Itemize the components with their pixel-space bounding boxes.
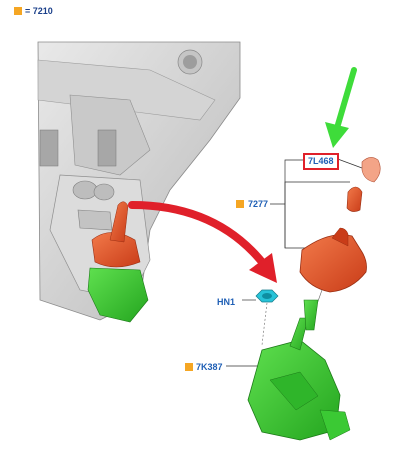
dashboard-inset <box>37 41 241 323</box>
part-label-7l468: 7L468 <box>303 153 339 170</box>
green-arrow-icon <box>334 67 357 131</box>
part-label-hn1: HN1 <box>217 297 236 307</box>
leader-lines <box>226 157 363 367</box>
hex-nut <box>255 289 279 303</box>
green-arrowhead-icon <box>325 122 349 148</box>
console-shift-boot <box>91 232 141 268</box>
red-arrow-icon <box>128 201 266 266</box>
selector-housing <box>247 299 351 441</box>
legend-label: = 7210 <box>25 6 53 16</box>
part-label-7277: 7277 <box>248 199 269 209</box>
shift-knob-insert <box>346 186 363 212</box>
shift-boot <box>299 234 367 293</box>
console-selector-housing <box>87 267 149 323</box>
shift-knob-top <box>361 157 381 183</box>
part-marker-7277 <box>236 200 244 208</box>
part-label-7k387: 7K387 <box>196 362 223 372</box>
legend-swatch <box>14 7 22 15</box>
part-marker-7k387 <box>185 363 193 371</box>
red-arrowhead-icon <box>249 253 277 283</box>
